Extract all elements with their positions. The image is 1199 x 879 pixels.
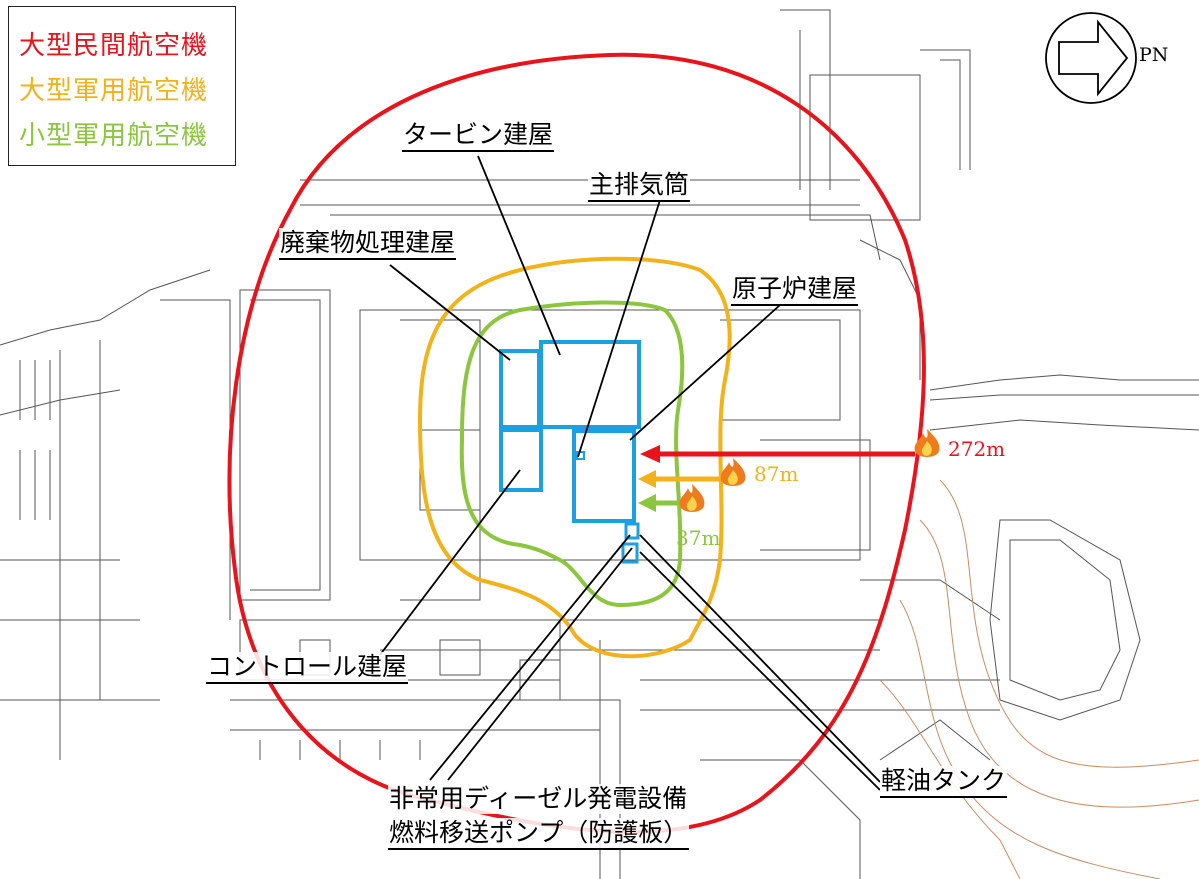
fire-icon-small-military xyxy=(679,484,705,512)
distance-small-military: 37m xyxy=(676,526,721,550)
control-building-label: コントロール建屋 xyxy=(206,652,409,684)
waste-building-label: 廃棄物処理建屋 xyxy=(279,228,457,260)
distance-arrows xyxy=(638,445,915,512)
fire-icon-large-military xyxy=(720,458,746,486)
leader-lines xyxy=(379,155,881,791)
distance-large-military: 87m xyxy=(754,462,799,486)
fire-icons xyxy=(679,429,940,512)
waste-building-outline xyxy=(499,349,541,429)
turbine-building-outline xyxy=(539,340,641,429)
control-building-outline xyxy=(499,428,543,492)
north-arrow-compass xyxy=(1045,12,1137,104)
stack-label: 主排気筒 xyxy=(588,170,691,202)
diesel-pump-outline xyxy=(624,522,640,540)
legend-large-military-aircraft: 大型軍用航空機 xyxy=(19,76,209,106)
small-military-aircraft-zone xyxy=(459,300,685,608)
fire-icon-civil xyxy=(914,429,940,457)
diesel-generator-label-line1: 非常用ディーゼル発電設備 xyxy=(388,784,689,814)
turbine-building-label: タービン建屋 xyxy=(402,120,555,152)
compass-label: PN xyxy=(1139,44,1169,66)
legend-civil-aircraft: 大型民間航空機 xyxy=(19,31,209,61)
facility-buildings xyxy=(499,340,641,564)
oil-tank-label: 軽油タンク xyxy=(880,766,1008,798)
oil-tank-outline xyxy=(621,542,639,564)
terrain-contours xyxy=(879,479,1199,879)
large-military-aircraft-zone xyxy=(417,256,732,659)
diesel-generator-label-line2: 燃料移送ポンプ（防護板） xyxy=(388,818,690,850)
civil-aircraft-zone xyxy=(227,52,926,834)
legend-small-military-aircraft: 小型軍用航空機 xyxy=(19,121,209,151)
reactor-building-label: 原子炉建屋 xyxy=(731,274,859,306)
legend: 大型民間航空機 大型軍用航空機 小型軍用航空機 xyxy=(8,6,236,166)
arrow-right-icon xyxy=(1058,19,1129,97)
reactor-building-outline xyxy=(572,429,636,523)
distance-civil: 272m xyxy=(948,437,1006,461)
